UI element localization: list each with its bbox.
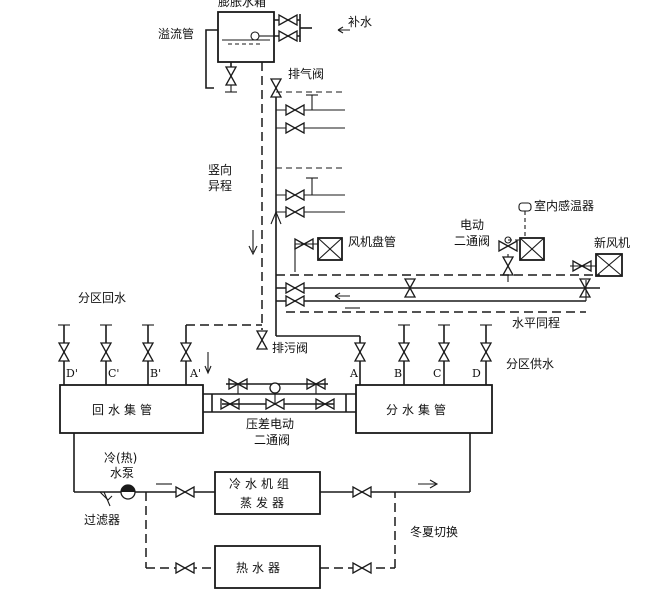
filter-label: 过滤器 bbox=[84, 513, 120, 527]
lower-loop-pipes bbox=[73, 433, 471, 574]
terminal-unit-2 bbox=[498, 236, 545, 282]
chiller-evaporator bbox=[214, 471, 321, 515]
indoor-sensor-label: 室内感温器 bbox=[534, 198, 594, 213]
drain-valve bbox=[256, 330, 268, 350]
return-letter-c: C' bbox=[108, 367, 119, 380]
riser-label-1: 竖向 bbox=[208, 162, 232, 177]
dp-valve-label-2: 二通阀 bbox=[254, 433, 290, 447]
horizontal-mains bbox=[276, 274, 600, 313]
supply-letter-d: D bbox=[472, 367, 481, 380]
floor-branches-upper bbox=[276, 91, 345, 134]
fan-coil-label: 风机盘管 bbox=[348, 234, 396, 249]
fan-coil-unit bbox=[294, 237, 343, 272]
return-header-label: 回水集管 bbox=[92, 402, 156, 417]
drain-label: 排污阀 bbox=[272, 341, 308, 355]
tank-label: 膨胀水箱 bbox=[218, 0, 266, 9]
water-heater bbox=[214, 545, 321, 589]
riser-down-arrow bbox=[248, 230, 258, 256]
dp-bypass-valve bbox=[265, 382, 285, 410]
dp-valve-label-1: 压差电动 bbox=[246, 417, 294, 431]
filter bbox=[99, 491, 113, 507]
vent-valve bbox=[270, 78, 282, 98]
makeup-label: 补水 bbox=[348, 15, 372, 29]
chiller-label-1: 冷水机组 bbox=[229, 477, 293, 491]
riser-label-2: 异程 bbox=[208, 178, 232, 193]
supply-letter-b: B bbox=[394, 367, 402, 380]
zone-return-label: 分区回水 bbox=[78, 291, 126, 305]
pump-label-1: 冷(热) bbox=[104, 451, 137, 465]
electric-valve-label-1: 电动 bbox=[460, 218, 484, 232]
indoor-sensor bbox=[508, 202, 532, 241]
chiller-label-2: 蒸发器 bbox=[240, 495, 288, 510]
fresh-air-label: 新风机 bbox=[594, 235, 630, 250]
return-letter-a: A' bbox=[189, 367, 201, 380]
supply-branches bbox=[275, 320, 492, 385]
return-header bbox=[59, 384, 204, 434]
supply-header-label: 分水集管 bbox=[386, 402, 450, 417]
return-letter-d: D' bbox=[66, 367, 78, 380]
return-letter-b: B' bbox=[150, 367, 161, 380]
electric-valve-label-2: 二通阀 bbox=[454, 234, 490, 248]
pump bbox=[120, 484, 136, 500]
return-branches bbox=[58, 324, 262, 385]
vent-label: 排气阀 bbox=[288, 66, 324, 81]
makeup-water-line bbox=[274, 14, 350, 42]
horizontal-label: 水平同程 bbox=[512, 315, 560, 330]
zone-supply-label: 分区供水 bbox=[506, 357, 554, 371]
tank-drain-valve bbox=[225, 66, 237, 86]
fresh-air-unit bbox=[570, 253, 623, 298]
pump-label-2: 水泵 bbox=[110, 466, 134, 480]
overflow-label: 溢流管 bbox=[158, 26, 194, 41]
floor-branches-middle bbox=[276, 167, 345, 218]
supply-header bbox=[355, 384, 493, 434]
supply-letter-a: A bbox=[349, 367, 359, 380]
riser-up-arrow bbox=[270, 210, 282, 240]
supply-letter-c: C bbox=[433, 367, 441, 380]
heater-label: 热水器 bbox=[236, 561, 284, 575]
expansion-tank bbox=[217, 11, 275, 63]
switch-label: 冬夏切换 bbox=[410, 524, 458, 539]
